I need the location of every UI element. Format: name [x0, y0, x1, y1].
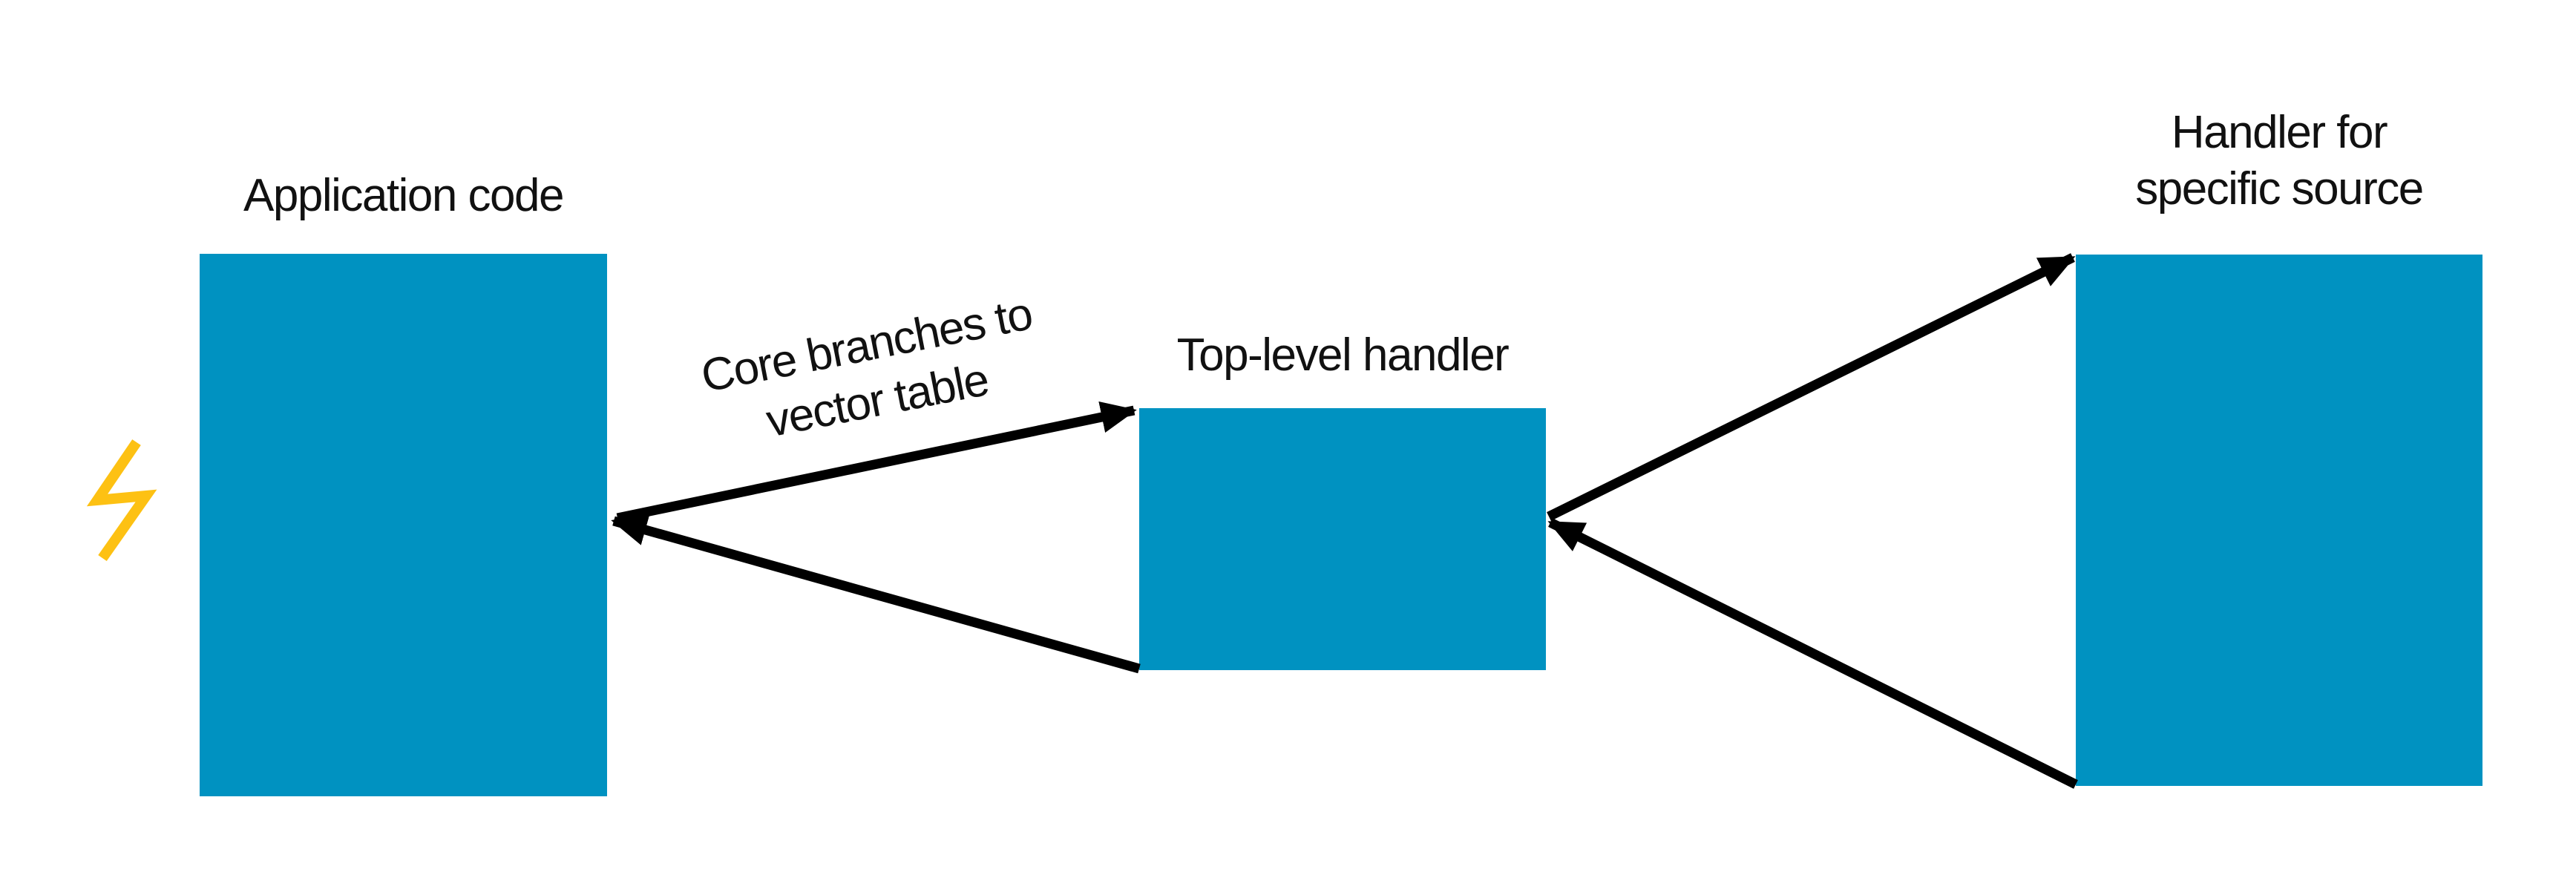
specific-source-handler-label-line2: specific source	[2135, 163, 2424, 214]
core-branches-annotation: Core branches to vector table	[570, 261, 1174, 485]
top-level-handler-label-text: Top-level handler	[1176, 330, 1510, 381]
top-level-handler-box	[1139, 408, 1546, 670]
arrow-return-to-application-code	[611, 514, 1141, 674]
arrow-branch-to-specific-handler	[1547, 253, 2076, 521]
lightning-bolt-icon	[86, 439, 157, 562]
specific-source-handler-label-line1: Handler for	[2171, 107, 2388, 158]
application-code-label: Application code	[200, 168, 607, 224]
application-code-box	[200, 254, 607, 796]
specific-source-handler-box	[2076, 255, 2482, 786]
arrow-return-to-top-level-handler	[1547, 518, 2078, 789]
application-code-label-text: Application code	[243, 170, 564, 221]
specific-source-handler-label: Handler for specific source	[2039, 105, 2520, 217]
top-level-handler-label: Top-level handler	[1139, 327, 1546, 384]
